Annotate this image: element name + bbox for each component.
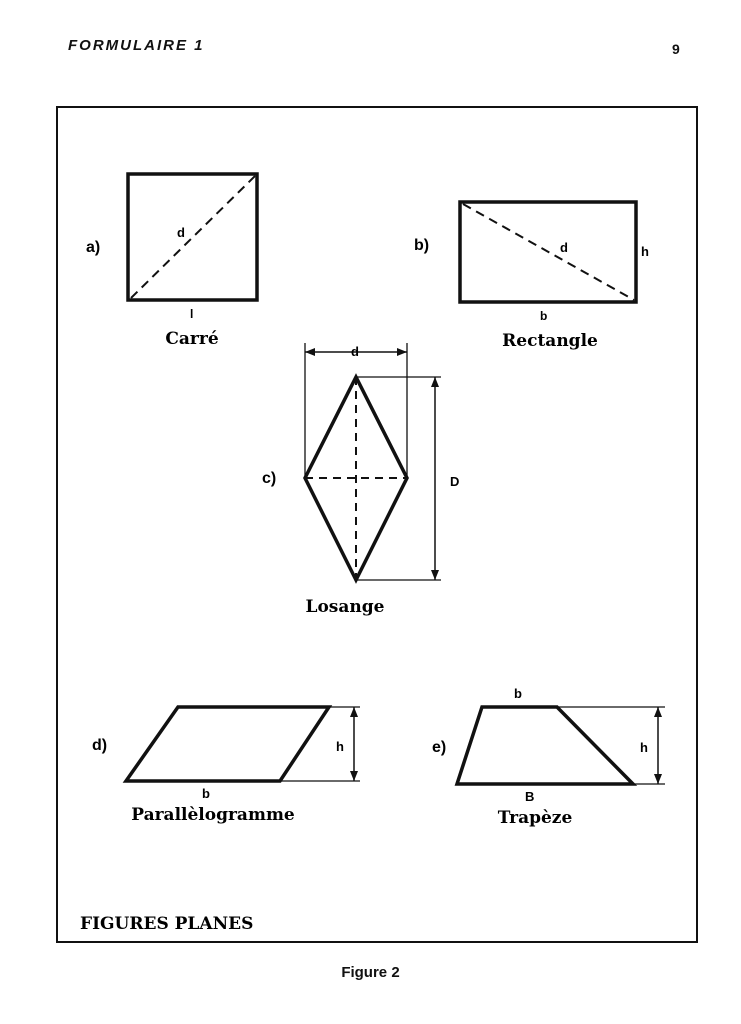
rectangle-height-label: h xyxy=(641,244,649,259)
label-b: b) xyxy=(414,237,429,254)
rectangle-diagonal-label: d xyxy=(560,240,568,255)
parallelogram-arrow-top xyxy=(350,707,358,717)
square-figure: a) d l Carré xyxy=(86,172,259,349)
rhombus-small-diagonal-label: d xyxy=(351,344,359,359)
rhombus-figure: c) d D Losange xyxy=(262,343,459,617)
rhombus-name: Losange xyxy=(306,597,385,617)
rhombus-D-arrow-top xyxy=(431,377,439,387)
rectangle-name: Rectangle xyxy=(502,331,598,351)
trapezoid-large-base-label: B xyxy=(525,789,534,804)
square-name: Carré xyxy=(165,329,218,349)
label-e: e) xyxy=(432,739,446,756)
rhombus-d-arrow-left xyxy=(305,348,315,356)
panel-title: FIGURES PLANES xyxy=(80,914,253,934)
figure-frame xyxy=(56,106,698,943)
square-diagonal xyxy=(130,175,256,299)
trapezoid-arrow-top xyxy=(654,707,662,717)
parallelogram-outline xyxy=(122,705,333,783)
parallelogram-arrow-bottom xyxy=(350,771,358,781)
parallelogram-name: Parallèlogramme xyxy=(131,805,295,825)
trapezoid-outline xyxy=(454,705,638,786)
parallelogram-height-label: h xyxy=(336,739,344,754)
rhombus-d-arrow-right xyxy=(397,348,407,356)
rhombus-D-arrow-bottom xyxy=(431,570,439,580)
figure-caption: Figure 2 xyxy=(341,964,400,981)
label-a: a) xyxy=(86,239,100,256)
header-title: FORMULAIRE 1 xyxy=(68,37,205,54)
trapezoid-height-label: h xyxy=(640,740,648,755)
square-outline xyxy=(126,172,259,302)
label-d: d) xyxy=(92,737,107,754)
trapezoid-small-base-label: b xyxy=(514,686,522,701)
trapezoid-figure: e) h b B Trapèze xyxy=(432,686,665,828)
label-c: c) xyxy=(262,470,276,487)
rectangle-figure: b) d h b Rectangle xyxy=(414,200,649,351)
parallelogram-base-label: b xyxy=(202,786,210,801)
parallelogram-figure: d) h b Parallèlogramme xyxy=(92,705,360,825)
square-diagonal-label: d xyxy=(177,225,185,240)
page-number: 9 xyxy=(672,41,680,57)
square-side-label: l xyxy=(190,307,193,321)
trapezoid-name: Trapèze xyxy=(498,808,573,828)
rectangle-diagonal xyxy=(462,203,635,301)
rectangle-outline xyxy=(458,200,638,304)
rhombus-large-diagonal-label: D xyxy=(450,474,459,489)
rectangle-base-label: b xyxy=(540,309,547,323)
trapezoid-arrow-bottom xyxy=(654,774,662,784)
